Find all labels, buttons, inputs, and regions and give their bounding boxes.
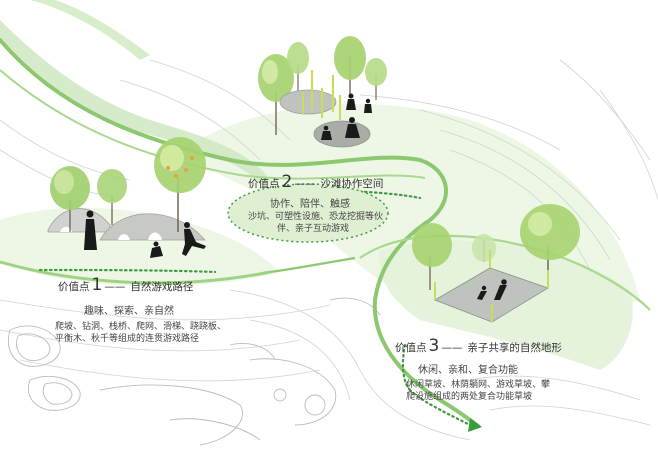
- green-band-wave: [30, 0, 150, 60]
- value-point-3-dash: ——: [441, 342, 463, 354]
- trees-left: [50, 137, 206, 232]
- trees-right: [412, 204, 580, 290]
- value-point-2-title: 沙滩协作空间: [320, 178, 384, 190]
- route-line-lower-swoosh: [0, 260, 271, 285]
- route-line-inner: [0, 69, 426, 180]
- value-point-1-desc-line-2: 平衡木、秋千等组成的连贯游戏路径: [55, 334, 200, 344]
- value-point-2-desc-line-1: 沙坑、可塑性设施、恐龙挖掘等伙: [248, 212, 384, 222]
- value-point-3-keywords: 休闲、亲和、复合功能: [418, 365, 518, 376]
- value-point-1-description: 爬坡、钻洞、栈桥、爬网、滑梯、跷跷板、 平衡木、秋千等组成的连贯游戏路径: [55, 321, 226, 345]
- value-point-1-prefix: 价值点: [58, 281, 90, 293]
- people-point-1: [84, 210, 206, 258]
- value-point-2-desc-line-2: 伴、亲子互动游戏: [276, 224, 349, 234]
- value-point-1-keywords: 趣味、探索、亲自然: [84, 306, 174, 317]
- value-point-3-desc-line-2: 爬设施组成的两处复合功能草坡: [406, 392, 533, 402]
- contour-lines: [0, 59, 658, 441]
- people-point-3: [477, 279, 507, 300]
- trees-top: [258, 36, 387, 135]
- route-arrow-icon: [468, 418, 482, 432]
- value-point-2-keywords: 协作、陪伴、触感: [270, 199, 350, 210]
- value-point-1-dash: ——: [104, 281, 126, 293]
- net-platform: [434, 250, 549, 323]
- value-point-2-description: 沙坑、可塑性设施、恐龙挖掘等伙 伴、亲子互动游戏: [248, 211, 384, 235]
- value-point-3-description: 休闲草坡、林荫躺网、游戏草坡、攀 爬设施组成的两处复合功能草坡: [406, 379, 550, 403]
- green-band-top: [0, 20, 270, 186]
- route-line-lower: [269, 256, 356, 274]
- sketch-elements: [8, 297, 381, 446]
- value-point-3-title: 亲子共享的自然地形: [467, 342, 562, 354]
- value-point-3-number: 3: [428, 336, 440, 356]
- sand-area-ellipse: [227, 183, 389, 243]
- people-top: [321, 93, 372, 140]
- value-point-1-desc-line-1: 爬坡、钻洞、栈桥、爬网、滑梯、跷跷板、: [55, 322, 227, 332]
- value-point-3-prefix: 价值点: [395, 342, 427, 354]
- value-point-1-number: 1: [91, 275, 103, 295]
- value-point-3-desc-line-1: 休闲草坡、林荫躺网、游戏草坡、攀: [406, 380, 551, 390]
- value-point-2-dash: ——: [294, 178, 316, 190]
- value-point-2-number: 2: [281, 172, 293, 192]
- value-point-1-title: 自然游戏路径: [130, 281, 194, 293]
- value-point-2-prefix: 价值点: [248, 178, 280, 190]
